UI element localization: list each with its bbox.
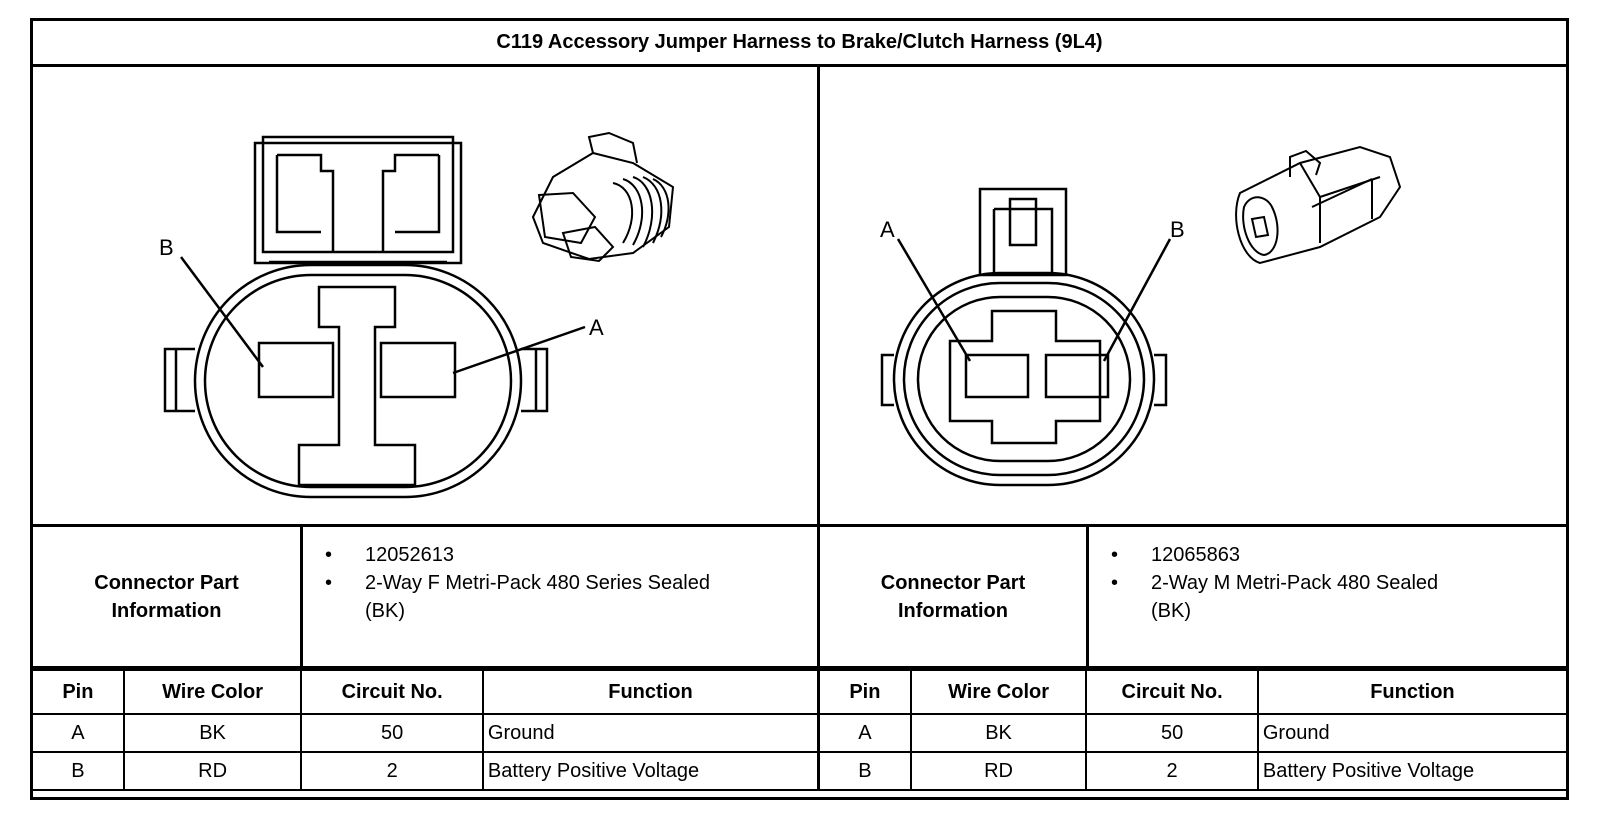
column-header: Function	[481, 669, 820, 715]
pin-cell: A	[31, 713, 125, 753]
right-pin-label-b: B	[1170, 217, 1185, 242]
wire-color-cell: RD	[122, 751, 303, 791]
right-connector-diagram: A B	[880, 145, 1402, 487]
diagram-area: B A	[33, 67, 1566, 527]
circuit-cell: 2	[300, 751, 484, 791]
pin-cell: B	[818, 751, 912, 791]
column-header: Circuit No.	[300, 669, 484, 715]
function-cell: Ground	[1256, 713, 1569, 753]
function-cell: Battery Positive Voltage	[481, 751, 820, 791]
table-row: B RD 2 Battery Positive Voltage	[31, 751, 820, 791]
circuit-cell: 2	[1085, 751, 1259, 791]
left-pin-label-b: B	[159, 235, 174, 260]
left-connector-3d-icon	[531, 131, 675, 263]
left-pin-label-a: A	[589, 315, 604, 340]
right-pin-table: Pin Wire Color Circuit No. Function A BK…	[818, 669, 1569, 791]
column-header: Wire Color	[909, 669, 1088, 715]
left-connector-diagram: B A	[159, 131, 675, 499]
column-header: Function	[1256, 669, 1569, 715]
wire-color-cell: RD	[909, 751, 1088, 791]
column-header: Pin	[818, 669, 912, 715]
circuit-cell: 50	[1085, 713, 1259, 753]
table-row: B RD 2 Battery Positive Voltage	[818, 751, 1569, 791]
column-header: Pin	[31, 669, 125, 715]
right-part-description: 2-Way M Metri-Pack 480 Sealed (BK)	[1089, 569, 1451, 625]
wire-color-cell: BK	[909, 713, 1088, 753]
connector-sheet: C119 Accessory Jumper Harness to Brake/C…	[30, 18, 1569, 800]
diagram-divider	[817, 67, 820, 524]
sheet-title: C119 Accessory Jumper Harness to Brake/C…	[33, 21, 1566, 67]
left-part-number: 12052613	[303, 541, 817, 569]
left-info-label: Connector Part Information	[94, 571, 239, 622]
wire-color-cell: BK	[122, 713, 303, 753]
right-pin-label-a: A	[880, 217, 895, 242]
circuit-cell: 50	[300, 713, 484, 753]
right-table-header: Pin Wire Color Circuit No. Function	[818, 669, 1569, 715]
function-cell: Battery Positive Voltage	[1256, 751, 1569, 791]
table-row: A BK 50 Ground	[818, 713, 1569, 753]
left-pin-table: Pin Wire Color Circuit No. Function A BK…	[31, 669, 820, 791]
table-row: A BK 50 Ground	[31, 713, 820, 753]
right-connector-3d-icon	[1235, 145, 1402, 265]
right-part-number: 12065863	[1089, 541, 1566, 569]
column-header: Circuit No.	[1085, 669, 1259, 715]
left-info-list: 12052613 2-Way F Metri-Pack 480 Series S…	[303, 527, 817, 666]
pin-cell: A	[818, 713, 912, 753]
left-part-description: 2-Way F Metri-Pack 480 Series Sealed (BK…	[303, 569, 745, 625]
function-cell: Ground	[481, 713, 820, 753]
pin-tables: Pin Wire Color Circuit No. Function A BK…	[31, 669, 1569, 797]
right-info-list: 12065863 2-Way M Metri-Pack 480 Sealed (…	[1089, 527, 1566, 666]
connector-info-row: Connector Part Information 12052613 2-Wa…	[33, 527, 1566, 669]
pin-cell: B	[31, 751, 125, 791]
right-info-label: Connector Part Information	[880, 571, 1026, 622]
column-header: Wire Color	[122, 669, 303, 715]
left-table-header: Pin Wire Color Circuit No. Function	[31, 669, 820, 715]
